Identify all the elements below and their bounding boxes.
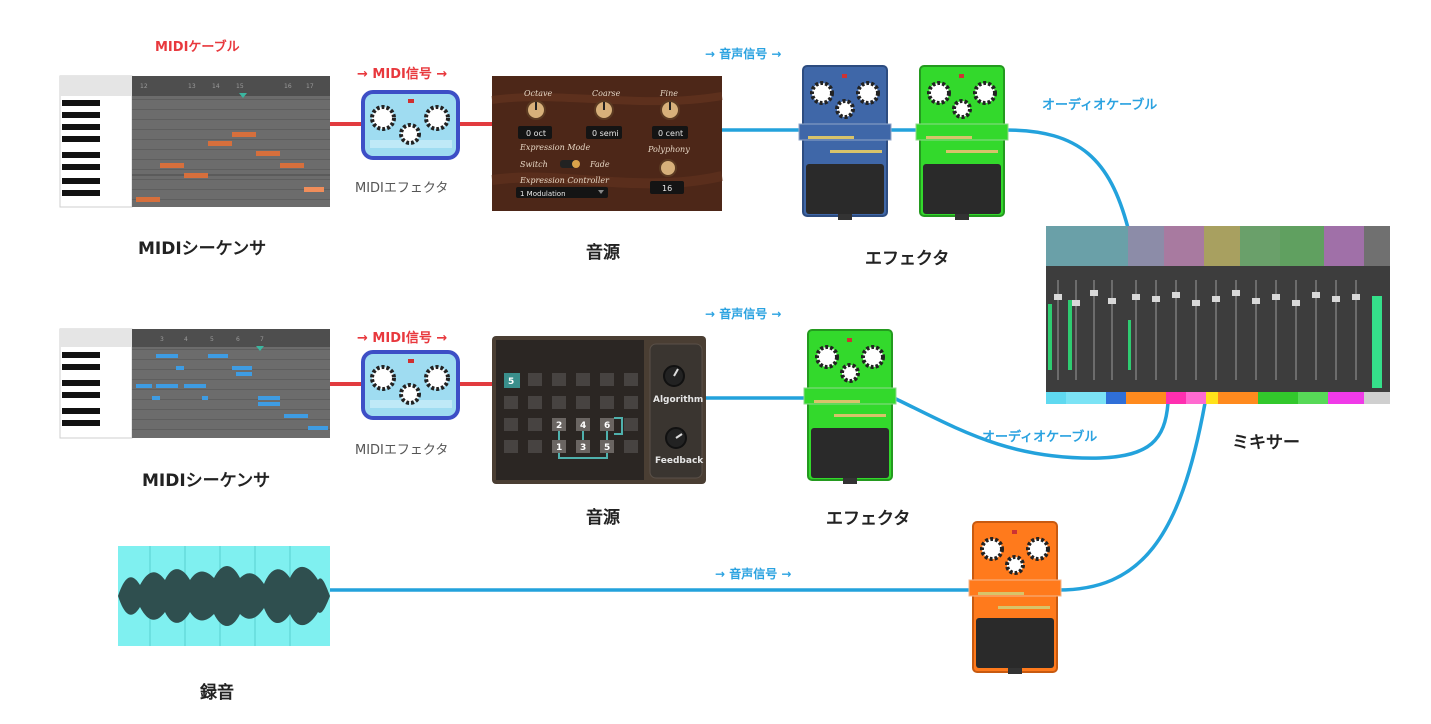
midi-effector-pedal-2 — [361, 350, 460, 420]
midi-cable-label: MIDIケーブル — [155, 40, 240, 55]
audio-signal-label-1: → 音声信号 → — [705, 47, 782, 61]
algorithm-label: Algorithm — [653, 395, 703, 405]
ruler-tick: 3 — [160, 336, 164, 343]
operator-label: 6 — [604, 421, 610, 431]
recording-waveform — [118, 546, 330, 646]
ruler-tick: 15 — [236, 83, 244, 90]
midi-signal-label-1: → MIDI信号 → — [357, 67, 448, 82]
effector-title-2: エフェクタ — [826, 509, 911, 529]
knob-label: Fine — [659, 89, 678, 98]
ruler-tick: 17 — [306, 83, 314, 90]
feedback-label: Feedback — [655, 456, 704, 466]
midi-signal-label-2: → MIDI信号 → — [357, 331, 448, 346]
sequencer-title-1: MIDIシーケンサ — [138, 239, 267, 259]
cables — [330, 122, 1207, 592]
effector-title-1: エフェクタ — [865, 249, 950, 269]
coarse-value: 0 semi — [592, 129, 619, 138]
audio-signal-label-2: → 音声信号 → — [705, 307, 782, 321]
audio-cable-to-mixer-1 — [1005, 128, 1130, 229]
algorithm-indicator — [504, 373, 520, 388]
controller-label: Expression Controller — [519, 176, 610, 185]
mixer — [1046, 226, 1390, 404]
audio-cable-label-2: オーディオケーブル — [982, 430, 1098, 445]
knob-label: Octave — [524, 89, 553, 98]
audio-cable-label-1: オーディオケーブル — [1042, 98, 1158, 113]
sound-source-title-1: 音源 — [586, 243, 620, 263]
ruler-tick: 16 — [284, 83, 292, 90]
ruler-tick: 13 — [188, 83, 196, 90]
midi-sequencer-2: 3 4 5 6 7 — [59, 328, 330, 439]
midi-effector-label-2: MIDIエフェクタ — [355, 443, 449, 458]
ruler-tick: 7 — [260, 336, 264, 343]
ruler-tick: 14 — [212, 83, 220, 90]
octave-value: 0 oct — [526, 129, 546, 138]
knob-label: Coarse — [592, 89, 621, 98]
operator-label: 5 — [604, 443, 610, 453]
expression-mode-label: Expression Mode — [519, 143, 590, 152]
fade-label: Fade — [589, 160, 610, 169]
effector-pedal-orange — [968, 521, 1062, 674]
midi-effector-pedal-1 — [361, 90, 460, 160]
effector-pedal-green-2 — [803, 329, 897, 484]
midi-sequencer-1: 12 13 14 15 16 17 — [59, 75, 330, 208]
audio-signal-label-3: → 音声信号 → — [715, 567, 792, 581]
effector-pedal-green-1 — [915, 65, 1009, 220]
recording-title: 録音 — [200, 683, 234, 703]
audio-cable-to-mixer-3 — [1057, 402, 1207, 592]
algorithm-number: 5 — [508, 377, 514, 387]
sequencer-title-2: MIDIシーケンサ — [142, 471, 271, 491]
effector-pedal-blue — [798, 65, 892, 220]
operator-label: 1 — [556, 443, 562, 453]
ruler-tick: 5 — [210, 336, 214, 343]
fine-value: 0 cent — [658, 129, 683, 138]
polyphony-value: 16 — [662, 184, 672, 193]
ruler-tick: 12 — [140, 83, 148, 90]
operator-label: 4 — [580, 421, 586, 431]
mixer-title: ミキサー — [1232, 433, 1300, 453]
midi-effector-label-1: MIDIエフェクタ — [355, 181, 449, 196]
sound-source-title-2: 音源 — [586, 508, 620, 528]
operator-label: 2 — [556, 421, 562, 431]
sound-source-synth-2: 5 2 4 6 1 3 5 Algorithm Feedback — [492, 336, 706, 484]
switch-label: Switch — [520, 160, 548, 169]
operator-label: 3 — [580, 443, 586, 453]
ruler-tick: 6 — [236, 336, 240, 343]
controller-value: 1 Modulation — [520, 190, 566, 198]
audio-cable-to-mixer-2 — [893, 396, 1170, 460]
sound-source-synth-1: Octave Coarse Fine Expression Mode Switc… — [491, 76, 724, 211]
ruler-tick: 4 — [184, 336, 188, 343]
polyphony-label: Polyphony — [647, 145, 690, 154]
